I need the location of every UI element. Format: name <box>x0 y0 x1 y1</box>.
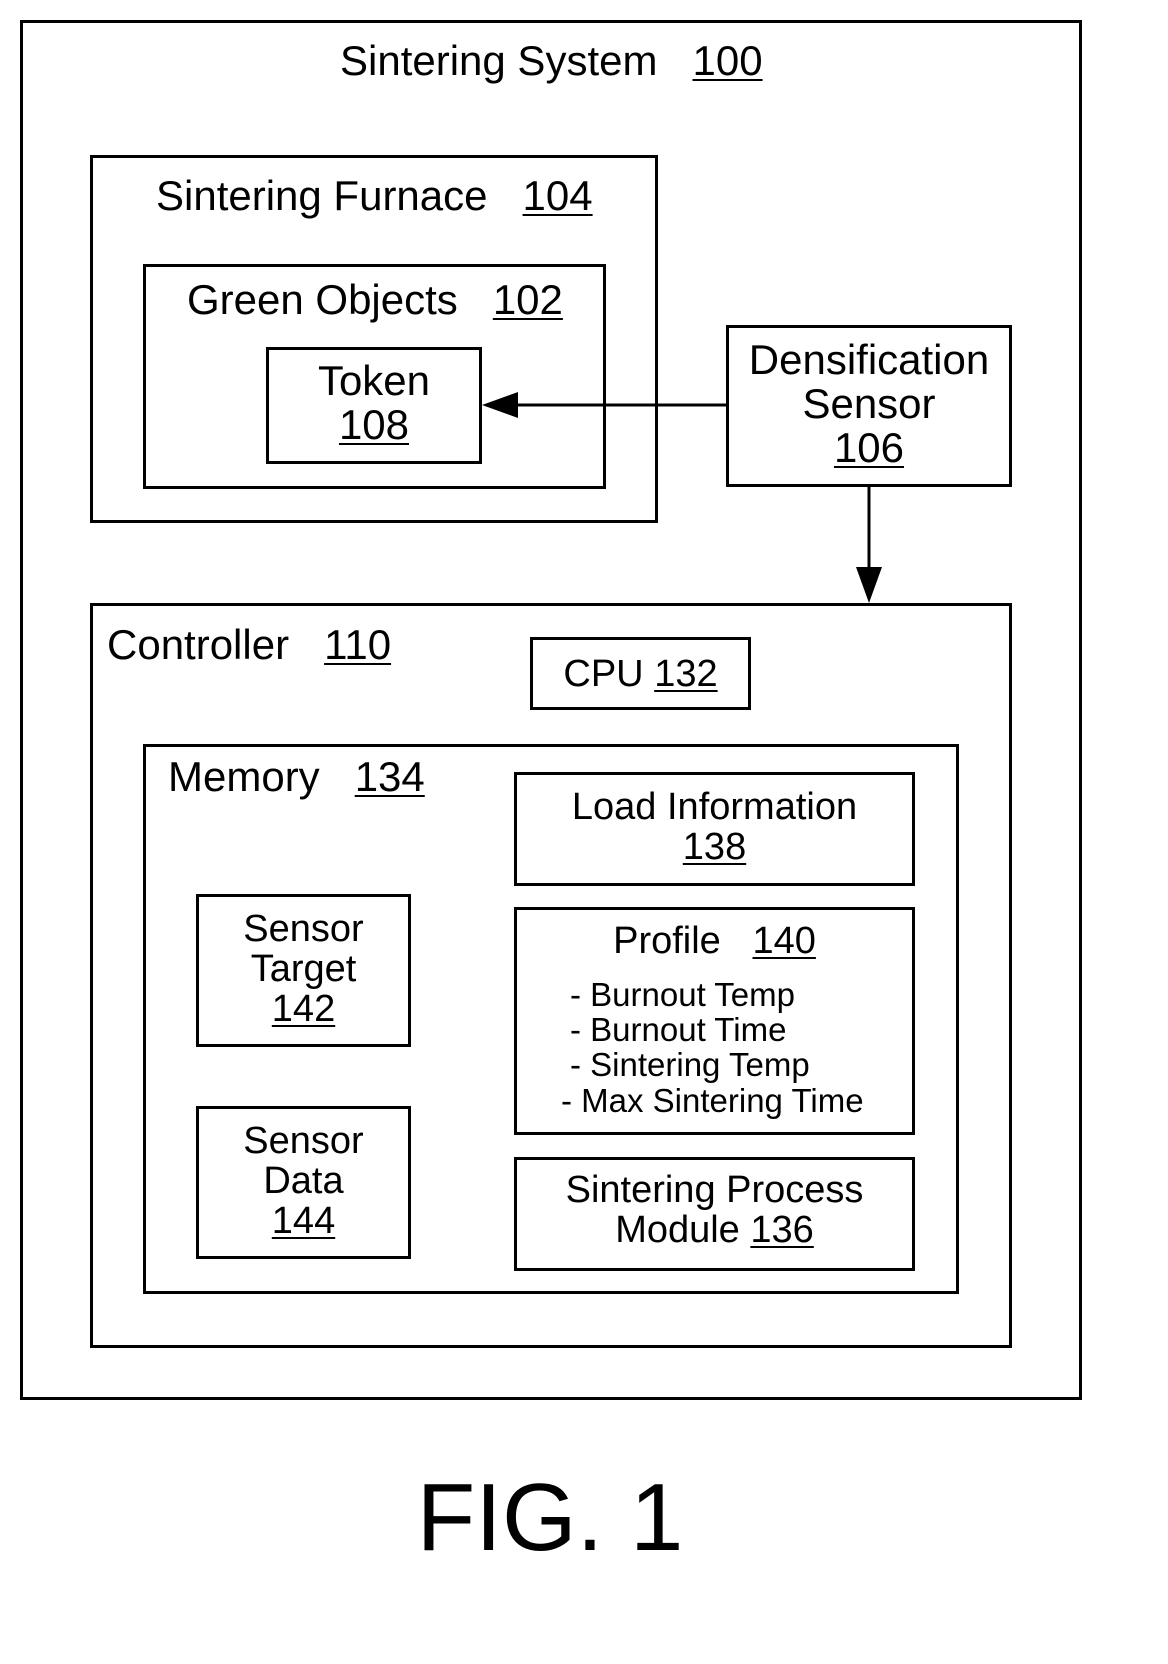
densification-sensor-ref: 106 <box>834 424 904 471</box>
sensor-data-ref: 144 <box>272 1200 335 1242</box>
sintering-furnace-title: Sintering Furnace 104 <box>156 175 593 217</box>
densification-sensor-line2: Sensor <box>726 382 1012 426</box>
profile-item-burnout-temp: - Burnout Temp <box>570 978 795 1011</box>
sensor-target-title: Sensor Target 142 <box>196 909 411 1029</box>
memory-title: Memory 134 <box>168 756 425 798</box>
load-information-ref: 138 <box>683 826 746 868</box>
sintering-furnace-ref: 104 <box>523 172 593 219</box>
controller-label: Controller <box>107 621 289 668</box>
controller-title: Controller 110 <box>107 624 391 666</box>
profile-item-sintering-temp: - Sintering Temp <box>570 1048 810 1081</box>
sensor-target-line1: Sensor <box>196 909 411 949</box>
load-information-title: Load Information 138 <box>514 787 915 867</box>
sintering-system-ref: 100 <box>692 37 762 84</box>
sintering-process-module-line1: Sintering Process <box>514 1170 915 1210</box>
sintering-furnace-label: Sintering Furnace <box>156 172 488 219</box>
controller-ref: 110 <box>324 621 391 668</box>
profile-item-burnout-time: - Burnout Time <box>570 1013 786 1046</box>
token-ref: 108 <box>339 401 409 448</box>
sensor-data-title: Sensor Data 144 <box>196 1121 411 1241</box>
green-objects-title: Green Objects 102 <box>187 279 563 321</box>
sensor-target-ref: 142 <box>272 988 335 1030</box>
sintering-process-module-title: Sintering Process Module 136 <box>514 1170 915 1250</box>
cpu-title: CPU 132 <box>530 655 751 693</box>
sensor-data-line2: Data <box>196 1161 411 1201</box>
sensor-data-line1: Sensor <box>196 1121 411 1161</box>
sintering-system-title: Sintering System 100 <box>340 40 763 82</box>
sintering-process-module-ref: 136 <box>750 1209 813 1251</box>
sensor-target-line2: Target <box>196 949 411 989</box>
profile-label: Profile <box>613 920 721 962</box>
profile-title: Profile 140 <box>514 922 915 960</box>
profile-ref: 140 <box>753 920 816 962</box>
token-label: Token <box>266 359 482 403</box>
sintering-system-label: Sintering System <box>340 37 657 84</box>
figure-caption: FIG. 1 <box>0 1470 1100 1566</box>
green-objects-label: Green Objects <box>187 276 458 323</box>
sintering-process-module-line2: Module <box>615 1209 740 1251</box>
memory-ref: 134 <box>355 753 425 800</box>
cpu-ref: 132 <box>654 653 717 695</box>
token-title: Token 108 <box>266 359 482 447</box>
densification-sensor-line1: Densification <box>726 338 1012 382</box>
load-information-label: Load Information <box>514 787 915 827</box>
profile-item-max-sintering-time: - Max Sintering Time <box>561 1084 864 1117</box>
cpu-label: CPU <box>563 653 643 695</box>
densification-sensor-title: Densification Sensor 106 <box>726 338 1012 470</box>
green-objects-ref: 102 <box>493 276 563 323</box>
memory-label: Memory <box>168 753 320 800</box>
